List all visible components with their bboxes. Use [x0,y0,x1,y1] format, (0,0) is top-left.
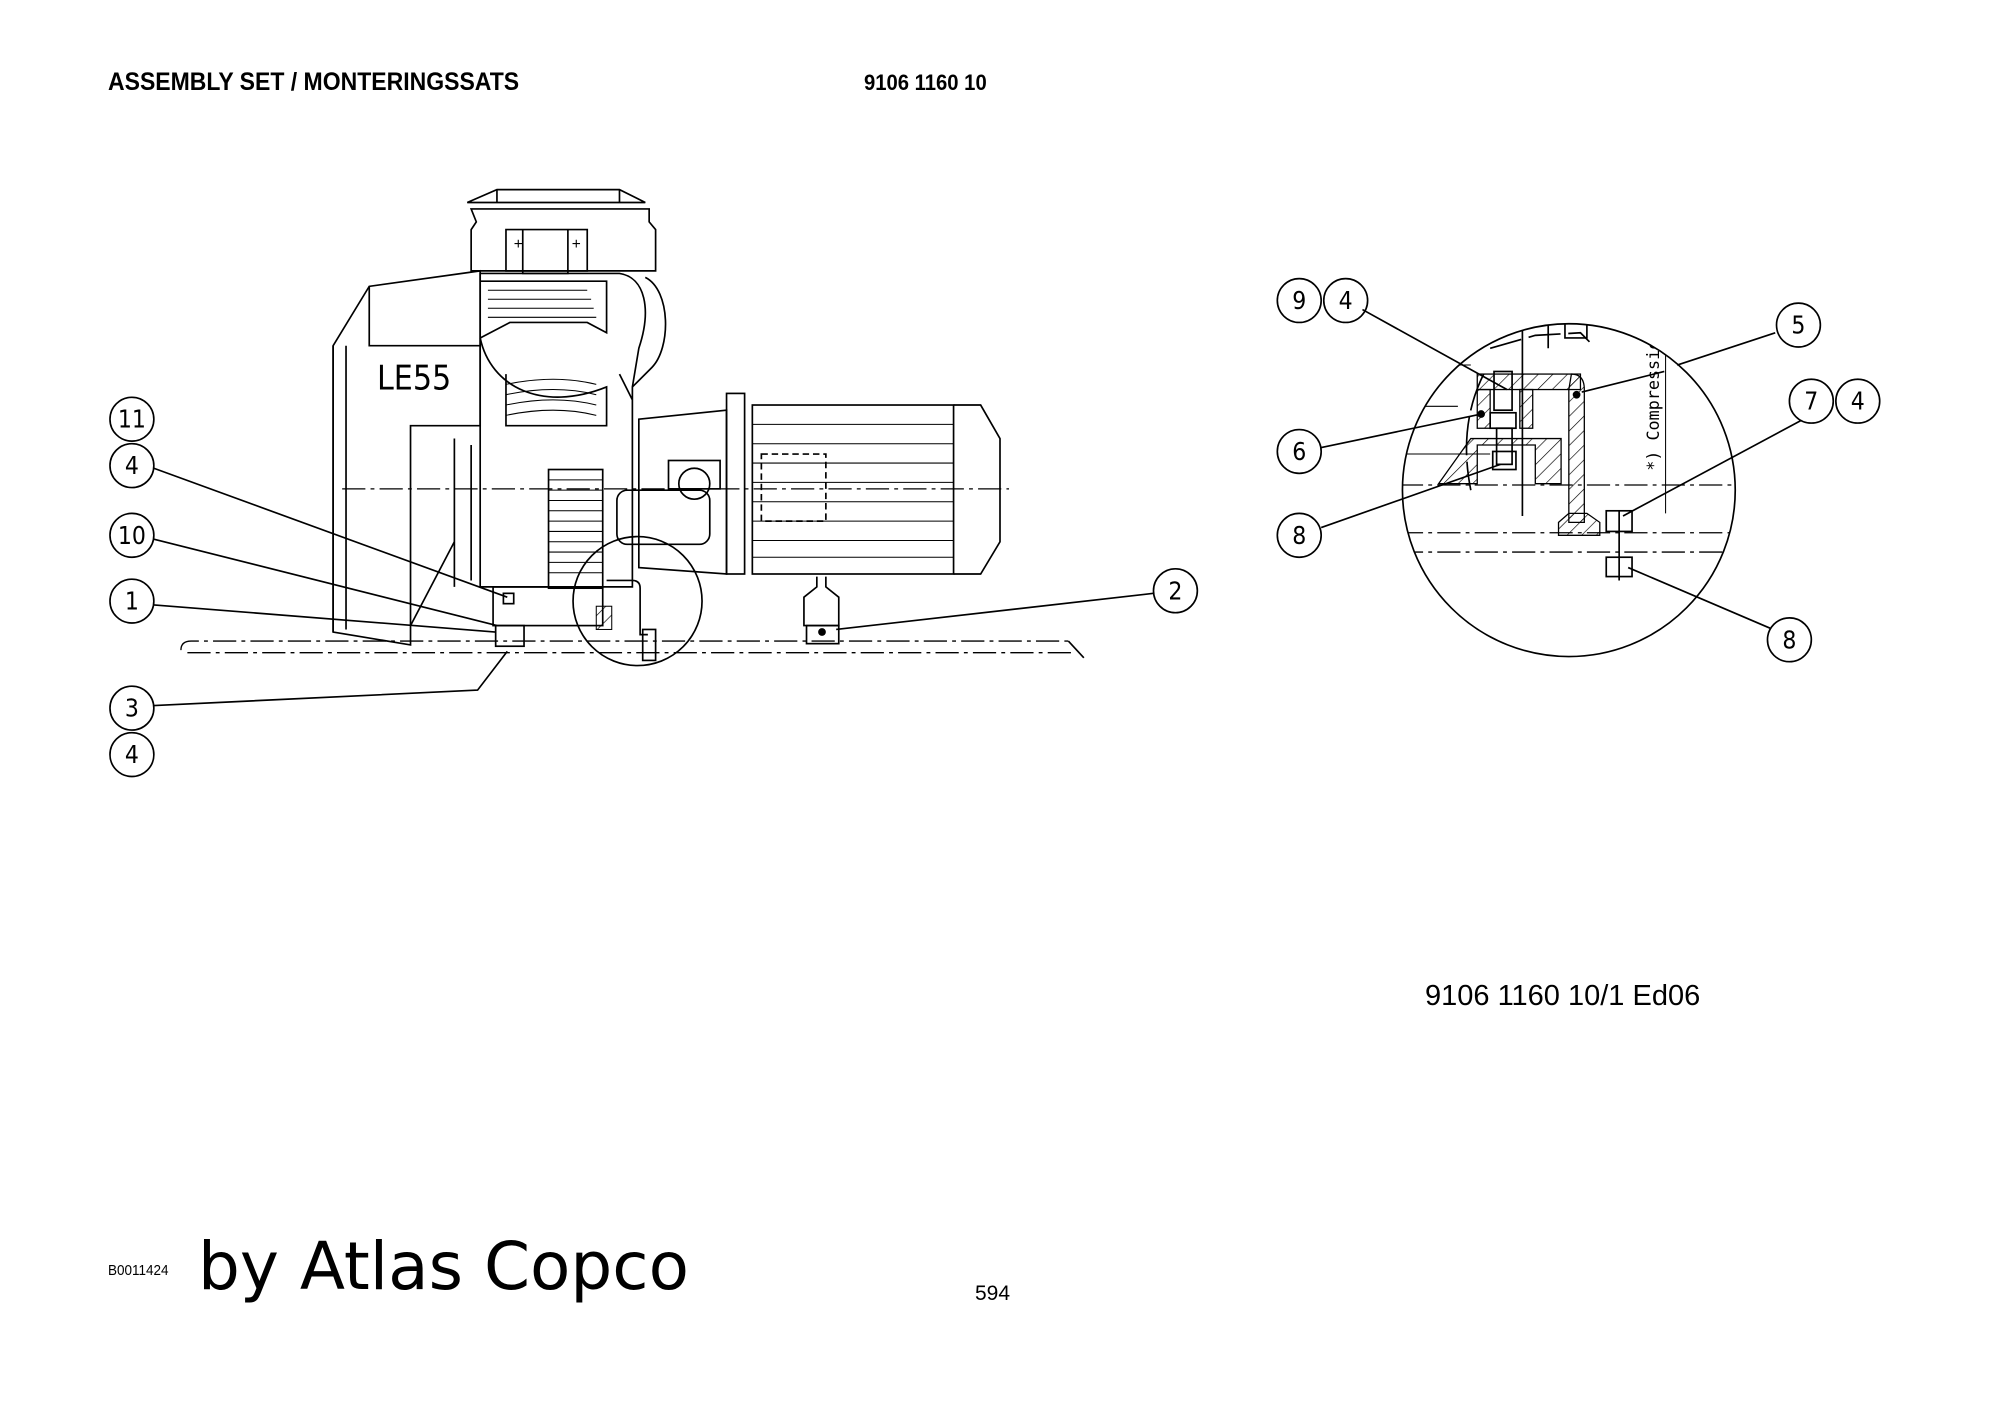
detail-callouts: 9 4 5 6 8 7 4 8 [1276,277,1881,663]
part-number: 9106 1160 10 [864,70,987,95]
callout-11: 11 [109,396,155,442]
detail-callout-8b: 8 [1766,617,1813,663]
main-callouts: 11 4 10 1 3 4 2 [109,396,1199,778]
detail-callout-4: 4 [1322,277,1369,324]
compressor-side-view: + + LE55 [180,188,1085,667]
compression-note: *) Compression 3 [1643,309,1663,470]
detail-callout-9: 9 [1276,277,1323,324]
brand-text: by Atlas Copco [198,1228,689,1305]
drawing-reference: 9106 1160 10/1 Ed06 [1425,980,1701,1012]
page-title: ASSEMBLY SET / MONTERINGSSATS [108,68,520,96]
callout-1: 1 [109,578,155,624]
svg-text:+: + [514,236,523,253]
svg-text:11: 11 [118,405,146,434]
svg-text:4: 4 [1339,286,1353,315]
detail-callout-8: 8 [1276,512,1323,559]
svg-text:4: 4 [1851,387,1865,416]
svg-text:2: 2 [1168,576,1182,605]
callout-4b: 4 [109,731,155,778]
svg-text:4: 4 [125,740,139,769]
detail-callout-4b: 4 [1835,378,1881,424]
svg-text:7: 7 [1804,387,1818,416]
model-label: LE55 [377,359,451,398]
svg-text:5: 5 [1791,311,1805,340]
svg-text:4: 4 [125,451,139,480]
detail-callout-6: 6 [1276,428,1323,475]
svg-text:+: + [572,236,581,253]
svg-text:9: 9 [1292,286,1306,315]
svg-text:10: 10 [118,521,146,550]
svg-text:6: 6 [1292,437,1306,466]
callout-10: 10 [109,512,155,559]
svg-text:1: 1 [125,587,139,616]
detail-callout-5: 5 [1775,302,1822,348]
callout-4: 4 [109,442,155,489]
svg-text:8: 8 [1782,625,1796,654]
detail-view: *) Compression 3 [1401,309,1737,658]
drawing-number: B0011424 [108,1262,169,1279]
svg-text:3: 3 [125,694,139,723]
callout-2: 2 [1152,567,1199,614]
detail-callout-7: 7 [1788,378,1835,424]
callout-3: 3 [109,685,155,731]
svg-text:8: 8 [1292,521,1306,550]
page-number: 594 [975,1282,1011,1305]
